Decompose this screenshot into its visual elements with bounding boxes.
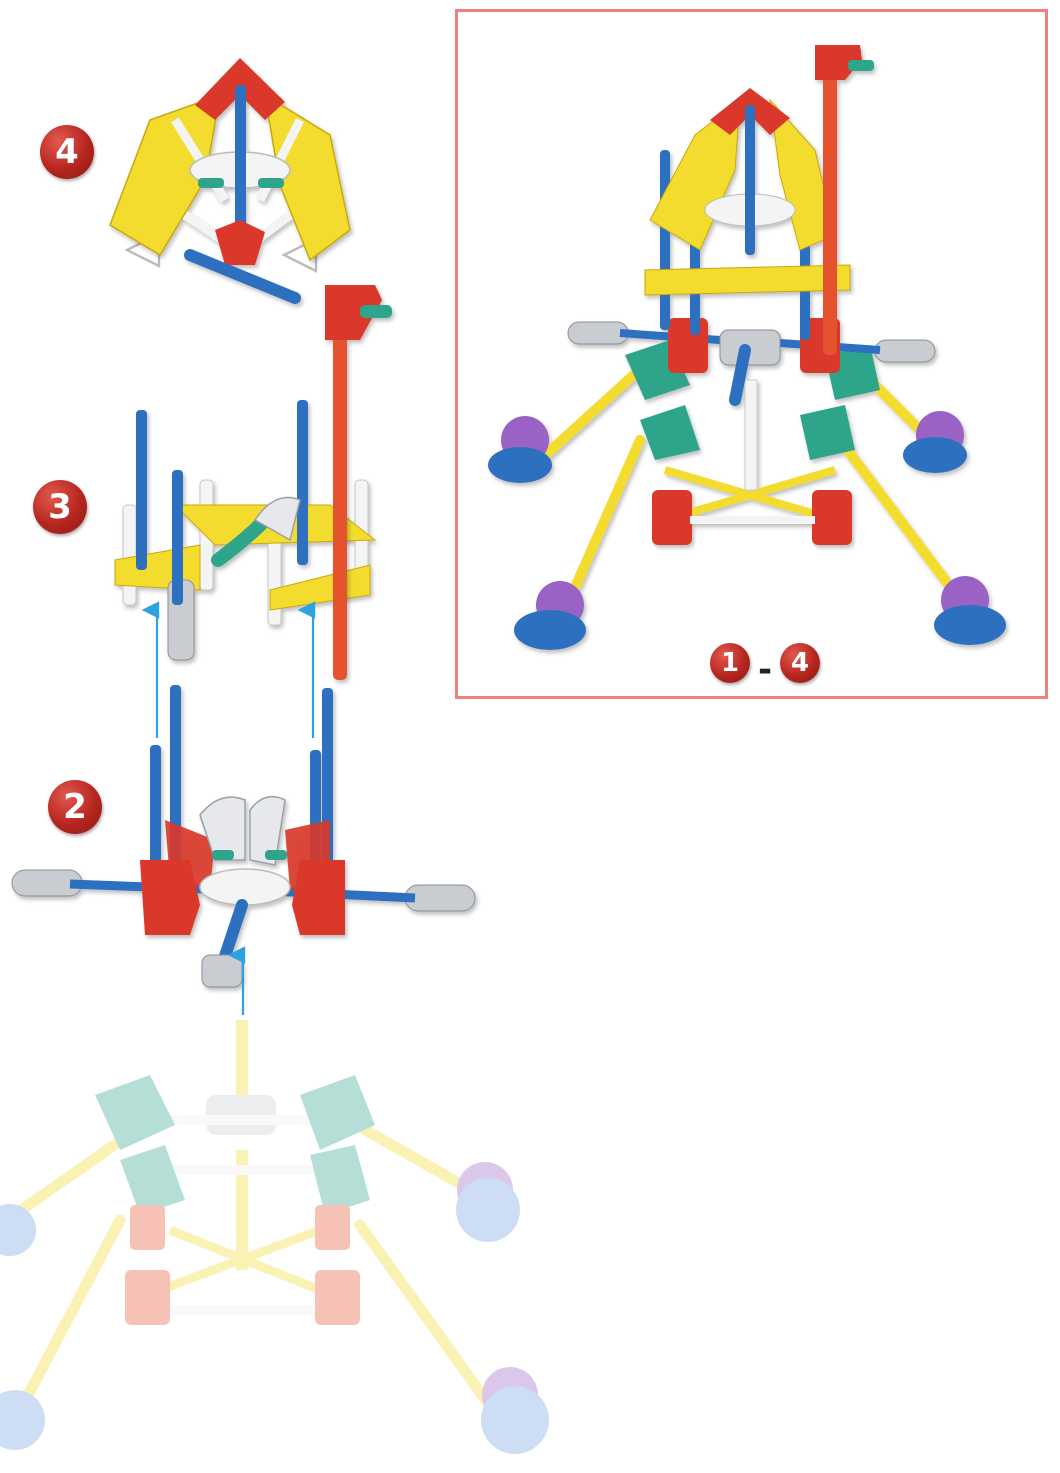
range-start-badge: 1 bbox=[710, 643, 750, 683]
step2-assembly bbox=[12, 685, 475, 987]
step-2-badge: 2 bbox=[48, 780, 102, 834]
faded-base-assembly bbox=[0, 1020, 549, 1454]
step-3-badge: 3 bbox=[33, 480, 87, 534]
step-4-badge: 4 bbox=[40, 125, 94, 179]
range-separator: - bbox=[758, 650, 772, 690]
range-end-badge: 4 bbox=[780, 643, 820, 683]
completed-model-frame bbox=[455, 9, 1048, 699]
